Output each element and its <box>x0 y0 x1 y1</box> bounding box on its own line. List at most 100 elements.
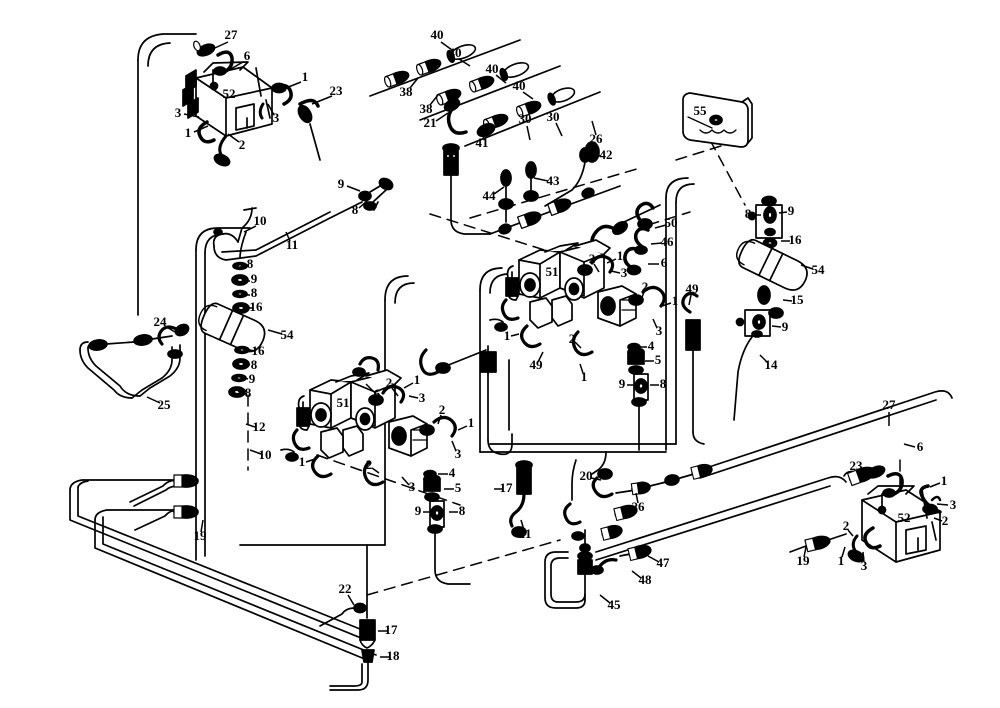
callout-leader <box>782 299 793 302</box>
callout-1: 1 <box>838 546 846 568</box>
callout-leader <box>239 265 247 268</box>
frame-outline-left <box>137 33 197 316</box>
callout-leader <box>346 185 361 192</box>
callout-leader <box>451 440 457 452</box>
callout-label: 18 <box>387 648 401 663</box>
callout-leader <box>537 351 544 363</box>
callout-22: 22 <box>339 581 355 606</box>
callout-48: 48 <box>631 570 652 587</box>
callout-leader <box>371 467 380 474</box>
callout-leader <box>205 41 229 53</box>
callout-9: 9 <box>240 371 256 386</box>
callout-label: 9 <box>619 376 626 391</box>
callout-leader <box>193 125 209 133</box>
callout-leader <box>579 363 584 374</box>
callout-label: 51 <box>546 264 559 279</box>
callout-label: 23 <box>850 458 864 473</box>
callout-leader <box>183 113 200 118</box>
callout-leader <box>403 382 414 389</box>
callout-47: 47 <box>647 555 670 570</box>
callout-15: 15 <box>782 292 805 307</box>
callout-leader <box>227 133 240 143</box>
plate-55 <box>682 92 753 148</box>
pump-assembly-lower-51 <box>280 345 533 585</box>
callout-3: 3 <box>267 103 280 125</box>
callout-label: 2 <box>843 518 850 533</box>
callout-3: 3 <box>861 551 868 573</box>
callout-1: 1 <box>606 248 624 264</box>
callout-label: 51 <box>337 395 350 410</box>
callout-11: 11 <box>285 231 298 252</box>
fittings-upper-left <box>197 82 321 167</box>
valve-block-52-lower-right <box>789 465 942 563</box>
callout-8: 8 <box>243 285 258 300</box>
callout-label: 2 <box>439 402 446 417</box>
callout-label: 30 <box>547 109 560 124</box>
callout-26: 26 <box>632 492 645 514</box>
tank-big-right <box>479 177 695 453</box>
callout-label: 10 <box>259 447 272 462</box>
callout-9: 9 <box>338 176 361 192</box>
callout-3: 3 <box>610 265 628 280</box>
callout-1: 1 <box>280 69 308 91</box>
hose-19-left <box>129 474 199 531</box>
callout-leader <box>661 302 672 307</box>
callout-label: 42 <box>600 147 613 162</box>
callout-3: 3 <box>408 390 426 405</box>
callout-40: 40 <box>449 45 471 67</box>
callout-50: 50 <box>654 215 678 230</box>
callout-20: 20 <box>580 468 602 483</box>
callout-16: 16 <box>244 299 263 314</box>
callout-label: 6 <box>244 48 251 63</box>
callout-leader <box>267 103 275 116</box>
callout-40: 40 <box>486 61 507 84</box>
callout-leader <box>800 264 814 270</box>
callout-label: 24 <box>154 314 168 329</box>
callout-label: 30 <box>519 111 532 126</box>
callout-54: 54 <box>267 327 294 342</box>
callout-3: 3 <box>451 440 462 461</box>
callout-leader <box>647 555 660 563</box>
dashed-construction-lines <box>247 139 901 596</box>
callout-5: 5 <box>645 352 662 367</box>
callout-label: 5 <box>455 480 462 495</box>
callout-leader <box>245 348 255 352</box>
callout-label: 4 <box>449 465 456 480</box>
callout-2: 2 <box>366 457 380 474</box>
callout-label: 1 <box>581 369 588 384</box>
callout-25: 25 <box>146 396 171 412</box>
callout-label: 40 <box>513 78 526 93</box>
callout-label: 44 <box>483 188 497 203</box>
callout-label: 40 <box>431 27 444 42</box>
callout-24: 24 <box>154 314 176 333</box>
callout-leader <box>555 122 563 137</box>
callout-label: 6 <box>917 439 924 454</box>
callout-leader <box>847 529 854 537</box>
callout-label: 40 <box>486 61 499 76</box>
callout-label: 1 <box>672 293 679 308</box>
callout-label: 8 <box>245 385 252 400</box>
callout-leader <box>936 503 949 506</box>
callout-2: 2 <box>843 518 854 537</box>
callout-label: 1 <box>185 125 192 140</box>
callout-label: 15 <box>791 292 805 307</box>
callout-label: 2 <box>239 137 246 152</box>
callout-label: 1 <box>617 248 624 263</box>
callout-label: 3 <box>455 446 462 461</box>
callout-51: 51 <box>337 395 350 410</box>
callout-38: 38 <box>420 94 439 116</box>
callout-label: 21 <box>424 115 437 130</box>
callout-leader <box>242 362 251 366</box>
callout-label: 11 <box>286 237 298 252</box>
callout-leader <box>520 519 525 531</box>
callout-leader <box>311 95 333 105</box>
callout-leader <box>606 258 617 264</box>
callout-leader <box>493 186 505 195</box>
callout-label: 9 <box>251 271 258 286</box>
callout-label: 6 <box>374 386 381 401</box>
callout-label: 3 <box>175 105 182 120</box>
callout-label: 16 <box>789 232 803 247</box>
callout-1: 1 <box>579 363 588 384</box>
